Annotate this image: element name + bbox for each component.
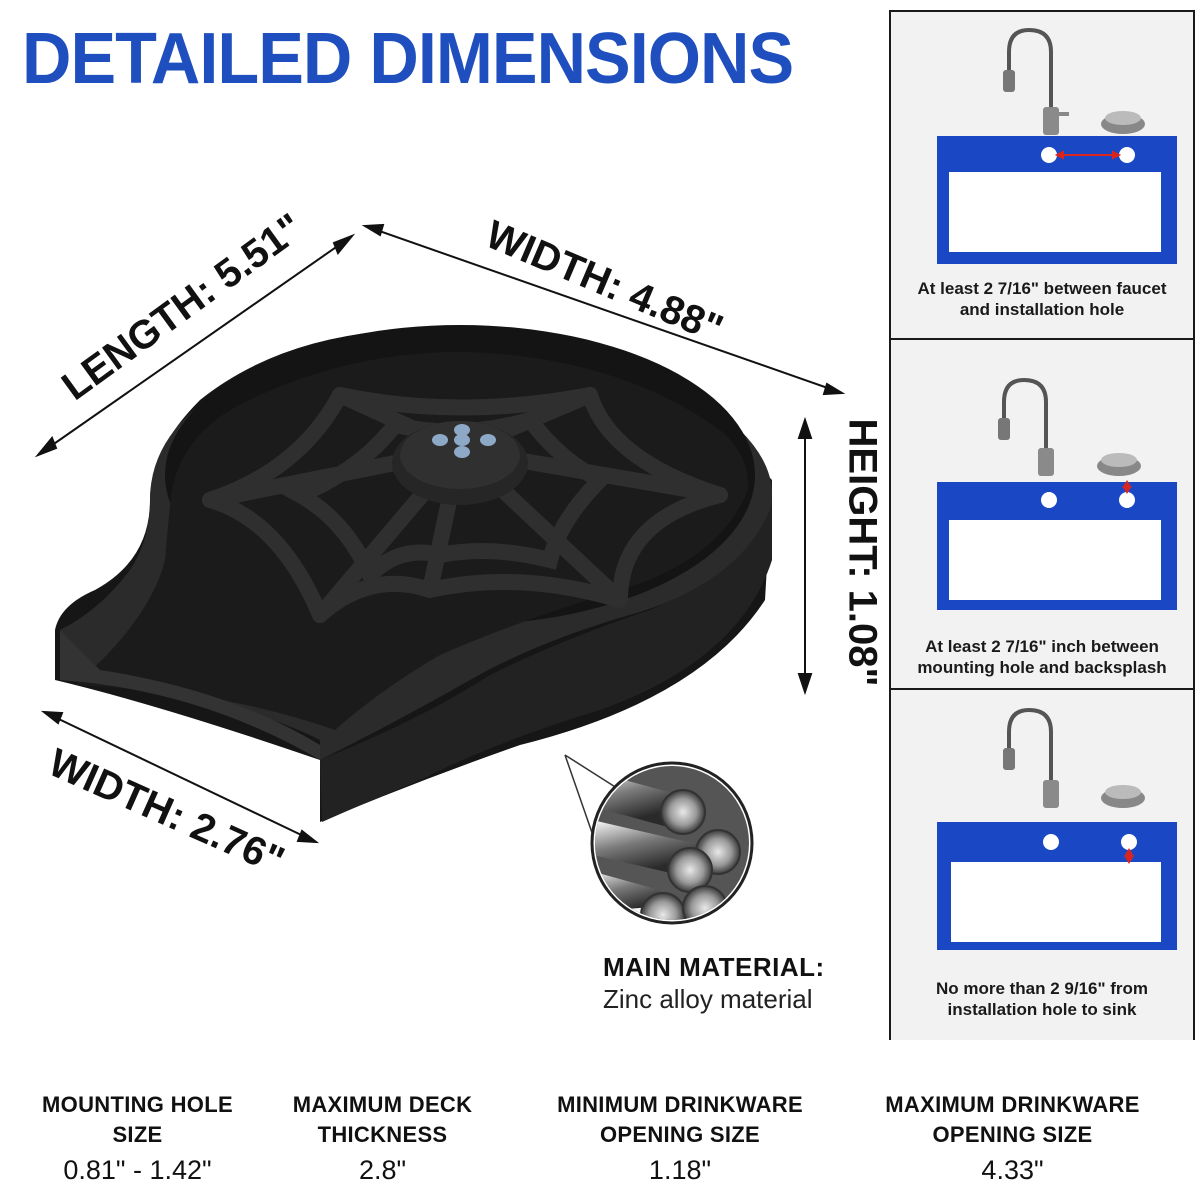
faucet-icon [1002,377,1048,472]
installation-panels: At least 2 7/16" between faucet and inst… [889,10,1195,1040]
sink-basin [951,862,1161,942]
spec-label: MAXIMUM DRINKWARE [885,1092,1140,1117]
caption-line: At least 2 7/16" between faucet [917,279,1167,298]
spec-mounting-hole-size: MOUNTING HOLE SIZE 0.81" - 1.42" [20,1090,255,1188]
width-bottom-arrow [43,711,317,843]
spec-value: 1.18" [648,1155,712,1185]
faucet-sink-diagram [937,27,1177,264]
spec-value: 0.81" - 1.42" [63,1155,212,1185]
material-label: MAIN MATERIAL: [603,952,825,982]
spec-label: THICKNESS [317,1122,448,1147]
panel-1-caption: At least 2 7/16" between faucet and inst… [891,278,1193,320]
caption-line: At least 2 7/16" inch between [925,637,1159,656]
dimension-arrows [34,223,846,844]
spec-value: 2.8" [358,1155,407,1185]
installation-panel-1: At least 2 7/16" between faucet and inst… [891,12,1193,338]
width-top-arrow [364,225,843,394]
faucet-sink-diagram [937,377,1177,610]
rinser-body [55,325,772,822]
length-arrow [37,235,353,456]
spec-max-drinkware-opening: MAXIMUM DRINKWARE OPENING SIZE 4.33" [860,1090,1165,1188]
rinser-icon [1101,785,1145,808]
product-illustration [34,223,846,925]
caption-line: installation hole to sink [947,1000,1137,1019]
red-measure-arrow [1054,150,1122,160]
spec-max-deck-thickness: MAXIMUM DECK THICKNESS 2.8" [270,1090,495,1188]
material-value: Zinc alloy material [603,984,813,1014]
spec-min-drinkware-opening: MINIMUM DRINKWARE OPENING SIZE 1.18" [530,1090,830,1188]
installation-panel-3: No more than 2 9/16" from installation h… [891,688,1193,1040]
faucet-icon [1007,27,1053,132]
faucet-sink-diagram [937,707,1177,950]
page-title: DETAILED DIMENSIONS [22,19,794,99]
spec-label: OPENING SIZE [932,1122,1093,1147]
red-measure-arrow [1124,848,1134,864]
spec-label: MAXIMUM DECK [292,1092,473,1117]
installation-panel-2: At least 2 7/16" inch between mounting h… [891,338,1193,690]
spec-label: MINIMUM DRINKWARE [557,1092,803,1117]
spec-label: OPENING SIZE [599,1122,761,1147]
spec-label: MOUNTING HOLE [42,1092,233,1117]
spec-label: SIZE [112,1122,163,1147]
height-label: HEIGHT: 1.08" [840,418,885,687]
panel-3-caption: No more than 2 9/16" from installation h… [891,978,1193,1020]
panel-2-caption: At least 2 7/16" inch between mounting h… [891,636,1193,678]
spec-value: 4.33" [981,1155,1044,1185]
caption-line: and installation hole [959,300,1125,319]
red-measure-arrow [1122,480,1132,494]
rinser-icon [1097,453,1141,476]
material-zoom-callout [564,754,754,925]
caption-line: No more than 2 9/16" from [935,979,1149,998]
caption-line: mounting hole and backsplash [917,658,1167,677]
sink-basin [949,172,1161,252]
faucet-icon [1007,707,1053,802]
rinser-icon [1101,111,1145,134]
sink-basin [949,520,1161,600]
